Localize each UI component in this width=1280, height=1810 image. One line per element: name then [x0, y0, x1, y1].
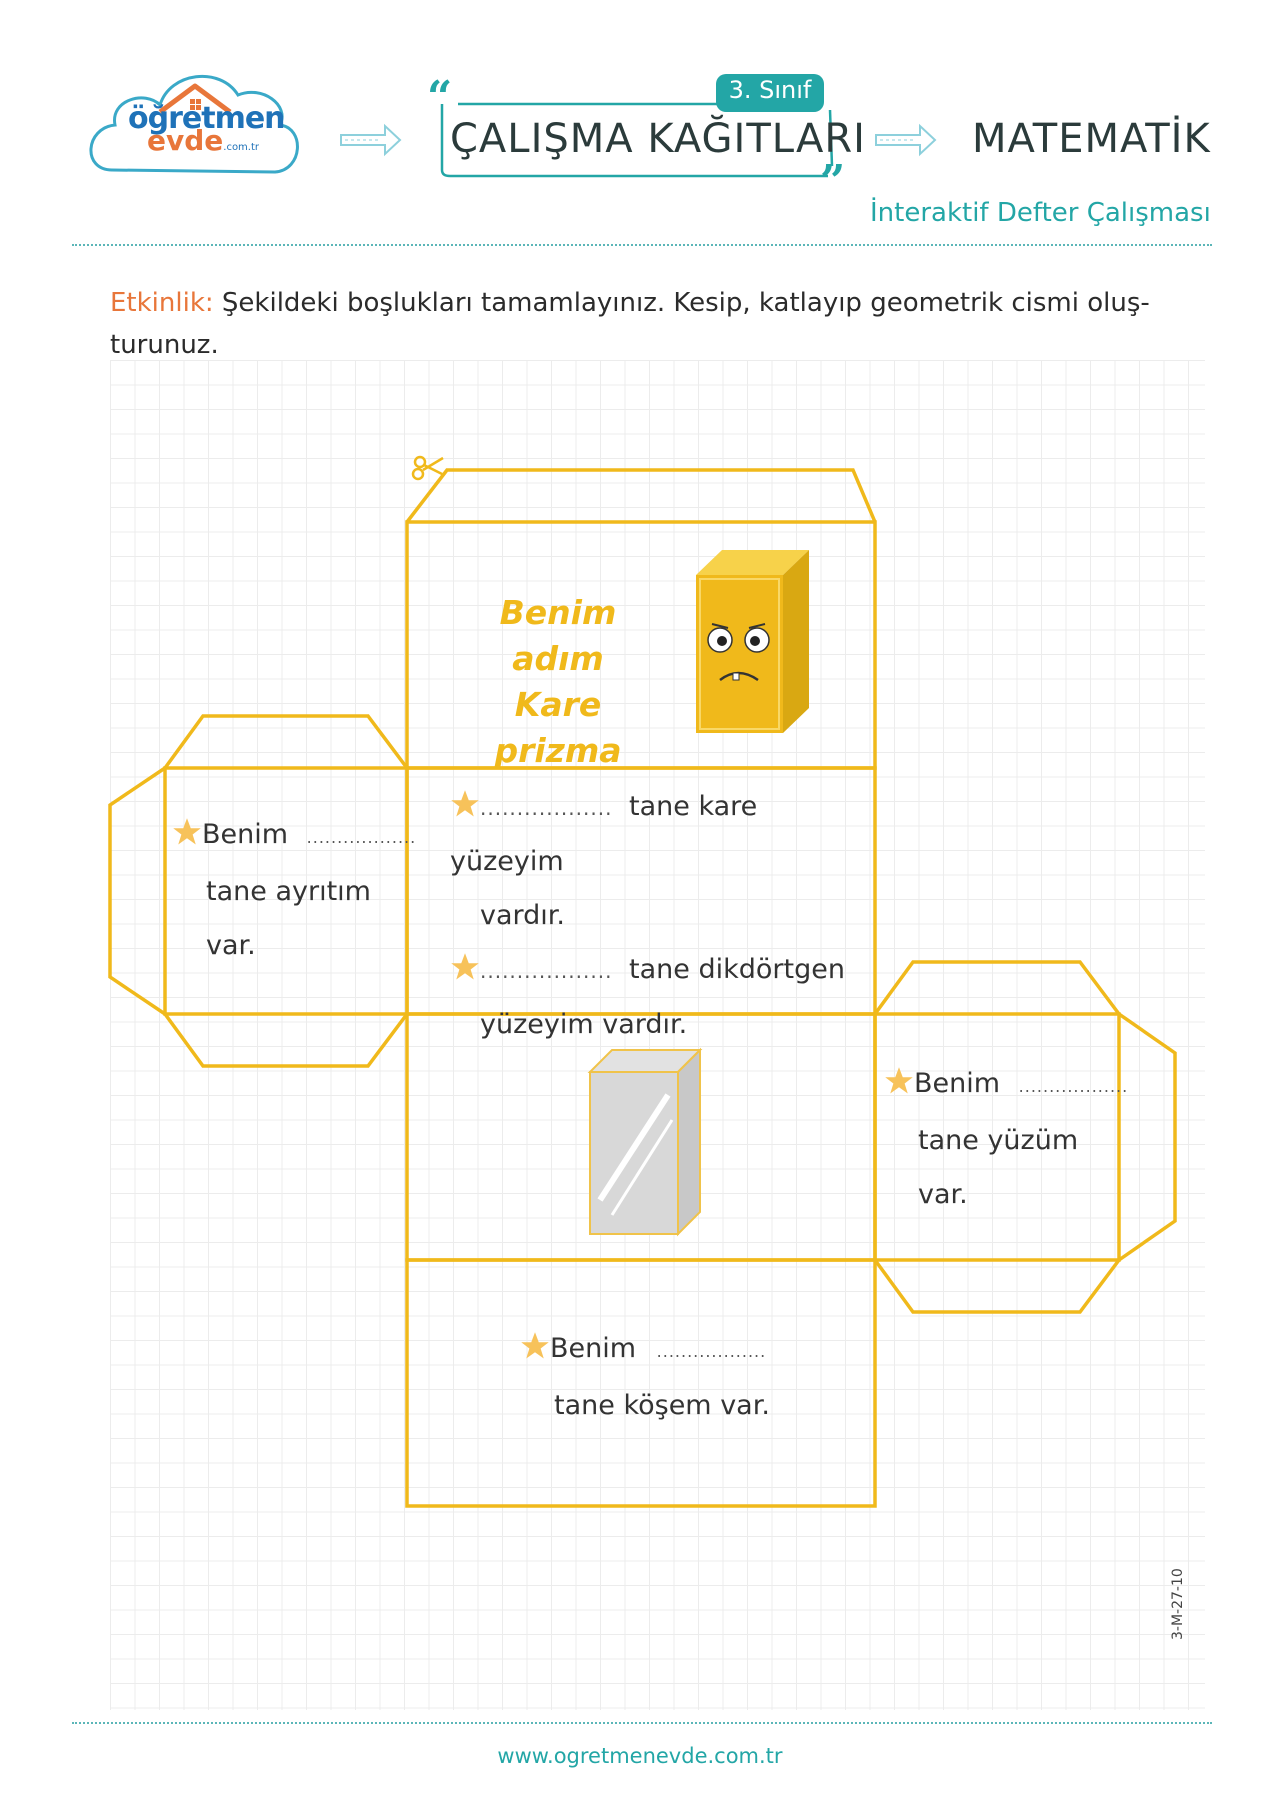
- edges-word: Benim: [202, 819, 289, 850]
- edges-count-text: Benim .................. tane ayrıtım va…: [172, 808, 415, 973]
- activity-text-line1: Şekildeki boşlukları tamamlayınız. Kesip…: [221, 288, 1150, 318]
- subject-title: MATEMATİK: [972, 116, 1211, 162]
- faces-line4: yüzeyim vardır.: [480, 1009, 688, 1040]
- edges-line2: tane ayrıtım: [206, 876, 371, 907]
- vertices-word: Benim: [550, 1333, 637, 1364]
- faces-count-text: .................. tane kare yüzeyim var…: [450, 780, 870, 1052]
- activity-instruction: Etkinlik: Şekildeki boşlukları tamamlayı…: [110, 282, 1170, 366]
- surfaces-line1: Benim ..................: [884, 1057, 1127, 1114]
- net-top-flap: [405, 468, 877, 524]
- arrow-icon: [340, 123, 402, 157]
- rectangle-faces-blank[interactable]: ..................: [480, 959, 613, 983]
- edges-line3: var.: [206, 930, 256, 961]
- net-left-flap-bottom: [163, 1012, 409, 1068]
- logo-word-evde: evde: [146, 124, 224, 157]
- top-face-title-line1: Benim adım: [499, 593, 617, 678]
- logo-text: öğretmen evde.com.tr: [128, 101, 286, 159]
- activity-text-line2: turunuz.: [110, 330, 219, 360]
- page-title: ÇALIŞMA KAĞITLARI: [450, 116, 866, 162]
- svg-text:”: ”: [820, 156, 845, 207]
- net-face-bottom: [405, 1258, 877, 1508]
- faces-line2: vardır.: [480, 900, 565, 931]
- edges-line1: Benim ..................: [172, 808, 415, 865]
- star-icon: [521, 1332, 549, 1359]
- footer-url[interactable]: www.ogretmenevde.com.tr: [497, 1744, 783, 1768]
- net-face-left: [163, 766, 409, 1016]
- logo-word-ogretmen: öğretmen: [128, 101, 286, 136]
- top-face-title: Benim adım Kare prizma: [458, 590, 658, 774]
- prism-character: [696, 550, 809, 733]
- header-divider: [72, 244, 1212, 246]
- glass-prism-image: [587, 1047, 703, 1237]
- surfaces-line3: var.: [918, 1179, 968, 1210]
- svg-text:“: “: [427, 72, 452, 123]
- logo-suffix: .com.tr: [223, 142, 260, 153]
- net-left-flap-top: [163, 714, 409, 770]
- footer-divider: [72, 1722, 1212, 1724]
- surfaces-blank[interactable]: ..................: [1018, 1077, 1129, 1096]
- net-right-flap-top: [873, 960, 1121, 1016]
- vertices-blank[interactable]: ..................: [656, 1342, 767, 1361]
- grade-badge: 3. Sınıf: [728, 76, 812, 104]
- square-faces-blank[interactable]: ..................: [480, 796, 613, 820]
- edges-blank[interactable]: ..................: [306, 828, 417, 847]
- scissors-icon: [411, 455, 444, 481]
- vertices-count-text: Benim .................. tane köşem var.: [520, 1322, 850, 1433]
- vertices-line2: tane köşem var.: [554, 1390, 770, 1421]
- cloud-logo: [89, 74, 299, 174]
- surfaces-count-text: Benim .................. tane yüzüm var.: [884, 1057, 1127, 1222]
- arrow-icon: [875, 123, 937, 157]
- house-icon: [158, 83, 232, 115]
- rectangle-faces-label: tane dikdörtgen: [629, 954, 845, 985]
- surfaces-line2: tane yüzüm: [918, 1125, 1079, 1156]
- header-graphics: “ ”: [89, 72, 937, 207]
- graph-paper-grid: [110, 360, 1205, 1710]
- net-left-flap-side: [108, 766, 166, 1016]
- star-icon: [173, 818, 201, 845]
- logo-line2: evde.com.tr: [128, 127, 278, 159]
- faces-line3: .................. tane dikdörtgen: [450, 943, 870, 998]
- net-face-right: [873, 1012, 1121, 1262]
- surfaces-word: Benim: [914, 1068, 1001, 1099]
- subtitle: İnteraktif Defter Çalışması: [870, 198, 1211, 228]
- faces-line1: .................. tane kare yüzeyim: [450, 780, 870, 889]
- net-right-flap-side: [1117, 1012, 1177, 1262]
- net-right-flap-bottom: [873, 1258, 1121, 1314]
- activity-label: Etkinlik:: [110, 288, 214, 318]
- square-faces-label: tane kare yüzeyim: [450, 791, 758, 877]
- star-icon: [885, 1067, 913, 1094]
- worksheet-code: 3-M-27-10: [1170, 1568, 1186, 1640]
- star-icon: [451, 953, 479, 980]
- title-frame: “ ”: [427, 72, 845, 207]
- vertices-line1: Benim ..................: [520, 1322, 850, 1379]
- star-icon: [451, 790, 479, 817]
- top-face-title-line2: Kare prizma: [494, 685, 622, 770]
